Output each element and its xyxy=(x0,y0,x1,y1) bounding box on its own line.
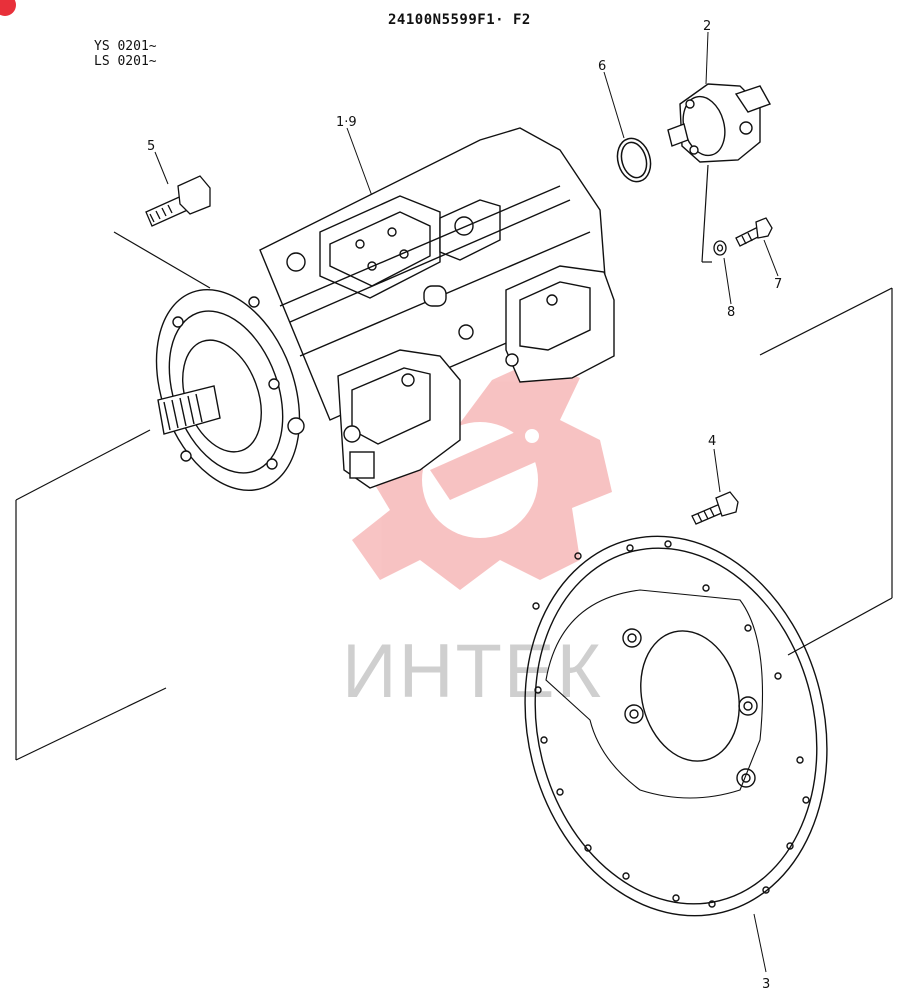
mount-bolt-icon xyxy=(145,175,211,227)
callout-leaders xyxy=(154,31,779,973)
boundary-lines xyxy=(15,164,893,761)
callout-gear-pump: 2 xyxy=(703,19,711,34)
washer-icon xyxy=(713,240,727,256)
watermark-text: ИНТЕК xyxy=(342,629,603,714)
callout-mount-bolt: 5 xyxy=(147,139,155,154)
o-ring-icon xyxy=(616,137,652,183)
callout-o-ring: 6 xyxy=(598,59,606,74)
corner-badge-icon xyxy=(0,0,16,16)
pump-bolt-icon xyxy=(735,217,773,247)
serial-range-ls: LS 0201~ xyxy=(94,54,157,69)
gear-pump-icon xyxy=(667,83,772,163)
flange-bolt-icon xyxy=(691,491,739,525)
callout-main-pump: 1·9 xyxy=(336,115,357,130)
callout-pump-bolt: 7 xyxy=(774,277,782,292)
drawing-code: 24100N5599F1· F2 xyxy=(388,12,531,28)
callout-washer: 8 xyxy=(727,305,735,320)
serial-range-ys: YS 0201~ xyxy=(94,39,157,54)
callout-coupling-flange: 3 xyxy=(762,977,770,992)
callout-flange-bolt: 4 xyxy=(708,434,716,449)
main-pump-icon xyxy=(155,127,615,492)
coupling-flange-icon xyxy=(524,535,828,917)
watermark-logo-icon xyxy=(352,360,612,590)
